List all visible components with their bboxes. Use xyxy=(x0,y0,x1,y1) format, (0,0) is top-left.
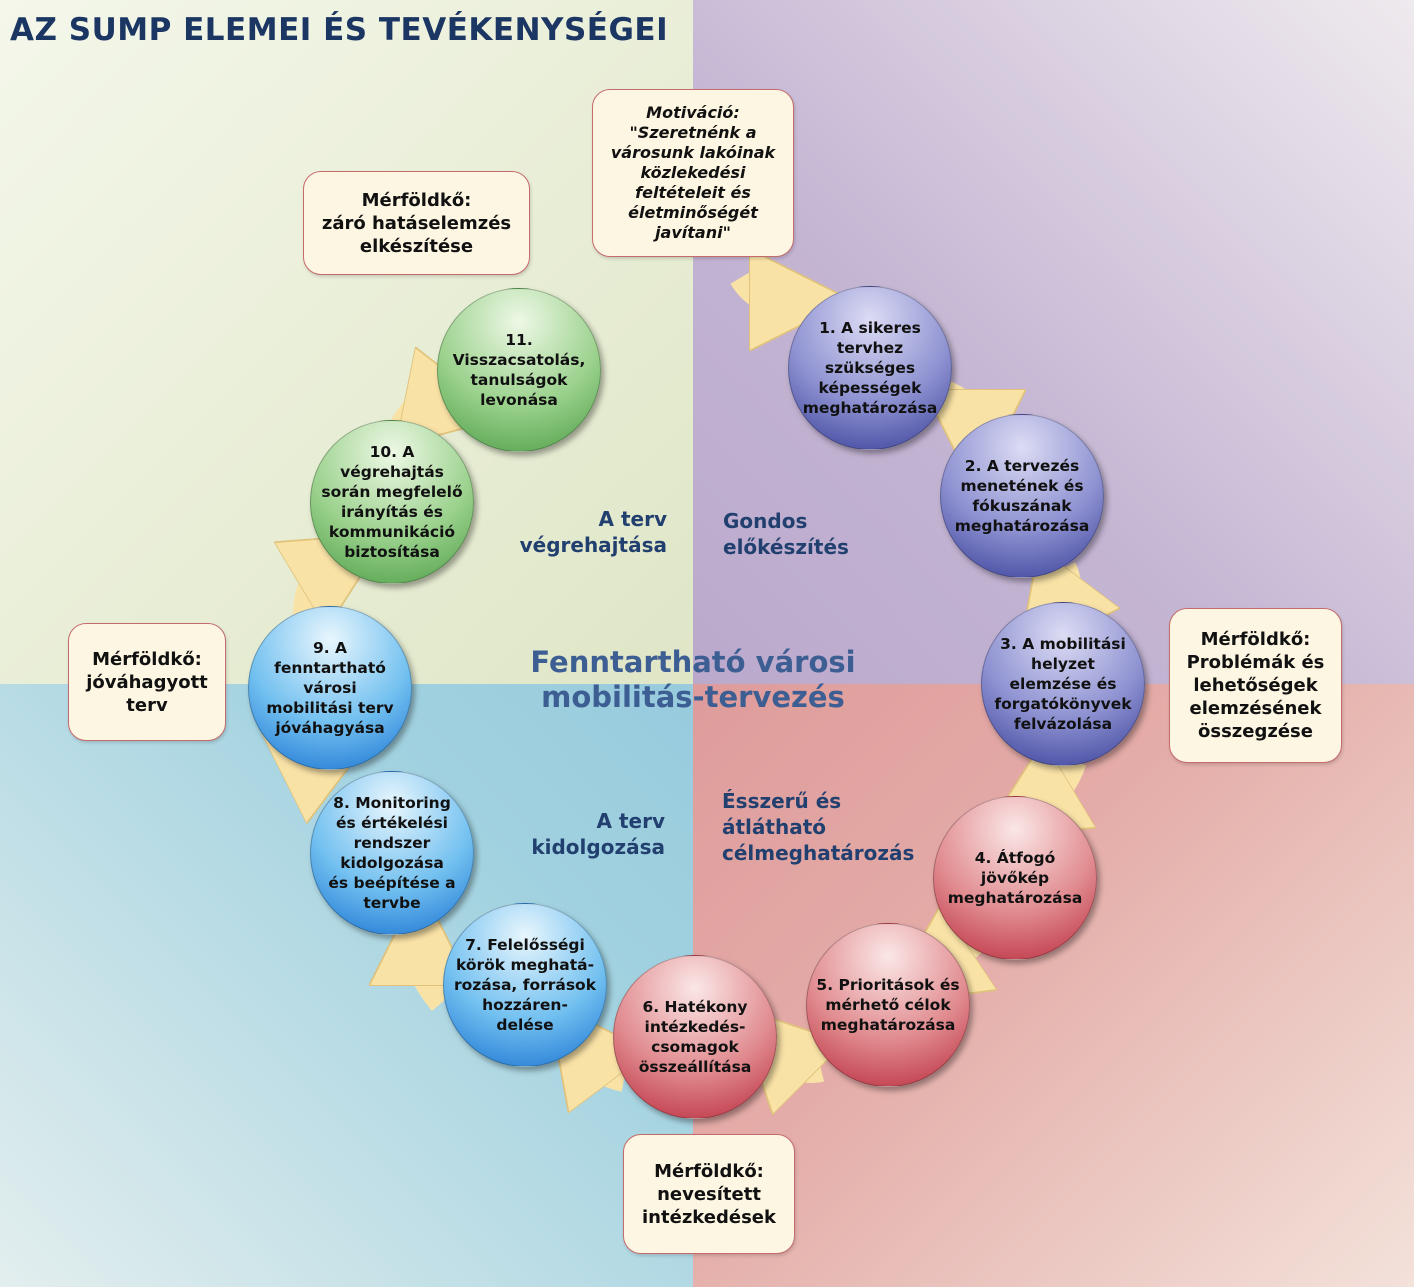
step-9: 9. A fenntartható városi mobilitási terv… xyxy=(248,606,412,770)
step-8: 8. Monitoring és értékelési rendszer kid… xyxy=(310,771,474,935)
milestone-measures: Mérföldkő: nevesített intézkedések xyxy=(623,1134,795,1254)
milestone-impact: Mérföldkő: záró hatáselemzés elkészítése xyxy=(303,171,530,275)
step-7: 7. Felelősségi körök meghatá- rozása, fo… xyxy=(443,903,607,1067)
arrow-motivation xyxy=(730,275,790,300)
step-10: 10. A végrehajtás során megfelelő irányí… xyxy=(310,420,474,584)
step-6: 6. Hatékony intézkedés- csomagok összeál… xyxy=(613,955,777,1119)
phase-preparation: Gondos előkészítés xyxy=(723,509,849,559)
arrow-7-8 xyxy=(420,945,445,1011)
step-11: 11. Visszacsatolás, tanulságok levonása xyxy=(437,288,601,452)
step-2: 2. A tervezés menetének és fókuszának me… xyxy=(940,414,1104,578)
center-title: Fenntartható városi mobilitás-tervezés xyxy=(530,645,856,714)
step-4: 4. Átfogó jövőkép meghatározása xyxy=(933,796,1097,960)
phase-implementation: A terv végrehajtása xyxy=(519,507,667,557)
step-3: 3. A mobilitási helyzet elemzése és forg… xyxy=(981,602,1145,766)
arrow-3-4 xyxy=(1035,760,1070,805)
step-5: 5. Prioritások és mérhető célok meghatár… xyxy=(806,923,970,1087)
phase-goals: Ésszerű és átlátható célmeghatározás xyxy=(722,789,915,865)
arrow-5-6 xyxy=(780,1050,820,1066)
milestone-approved: Mérföldkő: jóváhagyott terv xyxy=(68,623,226,741)
step-1: 1. A sikeres tervhez szükséges képessége… xyxy=(788,286,952,450)
page-title: AZ SUMP ELEMEI ÉS TEVÉKENYSÉGEI xyxy=(10,12,669,48)
phase-elaboration: A terv kidolgozása xyxy=(531,809,665,859)
milestone-problems: Mérföldkő: Problémák és lehetőségek elem… xyxy=(1169,608,1342,763)
motivation-box: Motiváció: "Szeretnénk a városunk lakóin… xyxy=(592,89,794,257)
